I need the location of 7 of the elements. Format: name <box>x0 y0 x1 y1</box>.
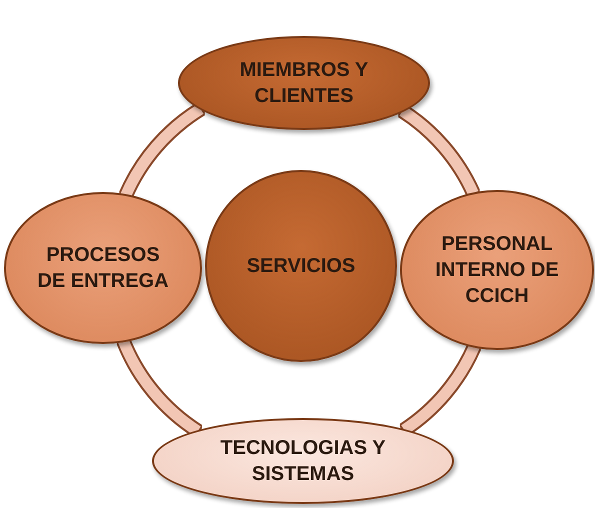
node-label: SERVICIOS <box>246 254 356 279</box>
node-label: TECNOLOGIAS Y SISTEMAS <box>219 436 387 487</box>
node-label: PROCESOS DE ENTREGA <box>36 243 170 294</box>
node-label: PERSONAL INTERNO DE CCICH <box>434 232 560 309</box>
ring-connector <box>399 106 478 196</box>
ring-connector <box>120 104 204 198</box>
node-label: MIEMBROS Y CLIENTES <box>238 58 370 109</box>
